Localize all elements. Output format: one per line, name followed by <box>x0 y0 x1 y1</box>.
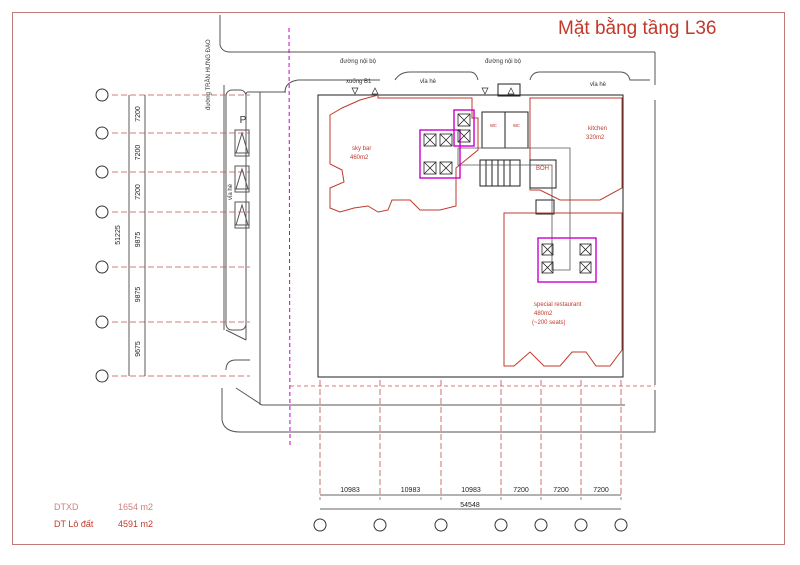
special-restaurant-area: 480m2 <box>534 311 553 317</box>
wc-label-2: wc <box>512 123 520 129</box>
grid-bubble-left <box>95 315 109 329</box>
dimension-segment-bottom: 7200 <box>553 487 569 494</box>
internal-road-label-2: đường nội bộ <box>485 59 522 65</box>
dtxd-value: 1654 m2 <box>118 502 154 512</box>
grid-bubble-bottom <box>313 518 327 532</box>
tower-outline <box>317 94 624 378</box>
grid-bubble-left <box>95 126 109 140</box>
lot-area-value: 4591 m2 <box>118 519 154 529</box>
special-restaurant-label: special restaurant <box>534 302 582 308</box>
grid-bubble-bottom <box>534 518 548 532</box>
wc-label-1: wc <box>489 123 497 129</box>
dimension-total-bottom: 54548 <box>460 502 480 509</box>
dimension-segment-left: 9875 <box>135 232 142 248</box>
grid-bubble-left <box>95 165 109 179</box>
grid-bubble-left <box>95 205 109 219</box>
dimension-segment-left: 9675 <box>135 341 142 357</box>
kitchen-label: kitchen <box>588 126 607 132</box>
basement-ramp-label: xuống B1 <box>346 79 372 85</box>
grid-bubble-bottom <box>614 518 628 532</box>
kitchen-zone <box>529 97 623 201</box>
site-roads <box>219 15 656 433</box>
elevator-core-south <box>537 237 597 283</box>
boh-label: BOH <box>536 166 549 172</box>
special-restaurant-zone <box>503 212 623 367</box>
dimension-segment-bottom: 10983 <box>401 487 421 494</box>
dimension-segment-bottom: 7200 <box>593 487 609 494</box>
dimension-segment-left: 7200 <box>135 106 142 122</box>
property-line <box>288 27 291 446</box>
elevator-core-north <box>419 109 475 179</box>
drawing-title: Mặt bằng tầng L36 <box>558 18 717 39</box>
dimension-segment-bottom: 10983 <box>461 487 481 494</box>
dimension-segment-left: 7200 <box>135 184 142 200</box>
sky-bar-area: 460m2 <box>350 155 369 161</box>
lot-area-label: DT Lô đất <box>54 519 94 529</box>
service-core <box>479 83 557 215</box>
parking-strip <box>225 89 250 331</box>
dimension-segment-bottom: 7200 <box>513 487 529 494</box>
special-restaurant-seats: (~200 seats) <box>532 320 566 326</box>
traffic-arrows <box>351 87 515 95</box>
dimension-segment-left: 7200 <box>135 145 142 161</box>
internal-road-label-1: đường nội bộ <box>340 59 377 65</box>
street-name-label: đường TRẦN HƯNG ĐẠO <box>205 39 212 110</box>
bottom-grid: 10983 10983 10983 7200 7200 7200 54548 <box>313 380 628 532</box>
left-grid: 51225 7200 7200 7200 9875 9875 9675 <box>95 88 250 383</box>
grid-bubble-bottom <box>373 518 387 532</box>
sidewalk-label-3: vỉa hè <box>590 81 607 88</box>
dimension-segment-bottom: 10983 <box>340 487 360 494</box>
grid-bubble-bottom <box>574 518 588 532</box>
parking-mark: P <box>240 115 247 126</box>
drawing-frame <box>12 12 785 545</box>
grid-bubble-bottom <box>494 518 508 532</box>
kitchen-area: 320m2 <box>586 135 605 141</box>
sidewalk-label-2: vỉa hè <box>420 78 437 85</box>
grid-bubble-left <box>95 88 109 102</box>
grid-bubble-bottom <box>434 518 448 532</box>
grid-bubble-left <box>95 260 109 274</box>
sky-bar-zone <box>329 94 479 213</box>
sky-bar-label: sky bar <box>352 146 371 152</box>
dimension-total-left: 51225 <box>115 225 122 245</box>
dtxd-label: DTXD <box>54 502 79 512</box>
grid-bubble-left <box>95 369 109 383</box>
sidewalk-label-left: vỉa hè <box>227 183 234 200</box>
dimension-segment-left: 9875 <box>135 287 142 303</box>
corridor <box>457 147 571 271</box>
